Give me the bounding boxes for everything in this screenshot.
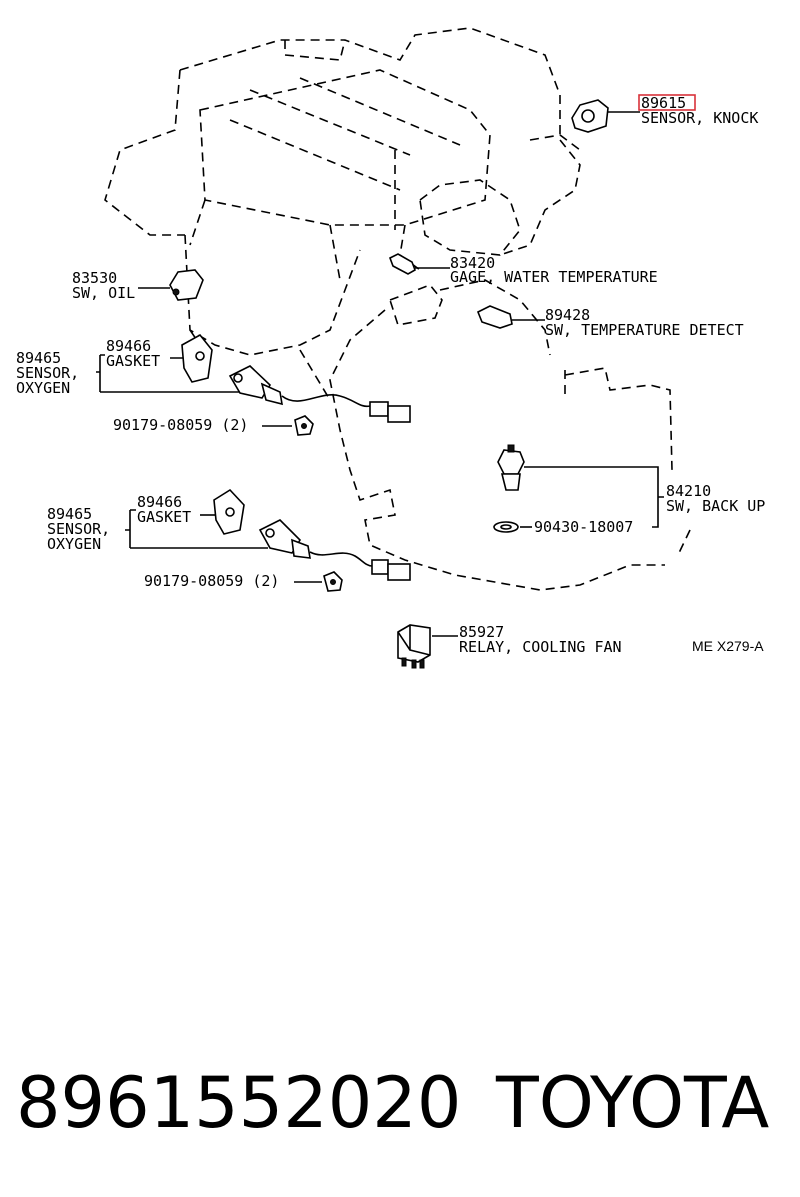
nut-2-code: 90179-08059 (2) [144, 572, 279, 590]
footer-brand: TOYOTA [495, 1062, 769, 1144]
nut-1-part[interactable] [294, 415, 314, 436]
knock-sensor-name: SENSOR, KNOCK [641, 109, 758, 127]
nut-1-code: 90179-08059 (2) [113, 416, 248, 434]
engine-outline [104, 27, 691, 591]
knock-sensor-part[interactable] [571, 99, 640, 133]
oxygen-sensor-1-name-line1: SENSOR, [16, 364, 79, 382]
engine-cylinder [389, 284, 443, 326]
knock-sensor-code[interactable]: 89615 [641, 94, 686, 112]
oil-switch-code: 83530 [72, 269, 117, 287]
oxygen-sensor-2-name-line1: SENSOR, [47, 520, 110, 538]
temp-detect-switch-name: SW, TEMPERATURE DETECT [545, 321, 744, 339]
washer-code: 90430-18007 [534, 518, 633, 536]
cooling-fan-relay-name: RELAY, COOLING FAN [459, 638, 622, 656]
washer-part[interactable] [493, 521, 519, 533]
oxygen-sensor-1-code: 89465 [16, 349, 61, 367]
oxygen-sensor-1-part[interactable] [228, 365, 411, 423]
oxygen-sensor-1-name-line2: OXYGEN [16, 379, 70, 397]
backup-switch-name: SW, BACK UP [666, 497, 765, 515]
cooling-fan-relay-part[interactable] [397, 624, 431, 669]
nut-2-part[interactable] [323, 571, 343, 592]
oxygen-sensor-2-name-line2: OXYGEN [47, 535, 101, 553]
water-temp-gage-code: 83420 [450, 254, 495, 272]
water-temp-gage-name: GAGE, WATER TEMPERATURE [450, 268, 658, 286]
backup-switch-part[interactable] [497, 444, 525, 491]
bracket-backup [524, 466, 664, 528]
gasket-2-part[interactable] [213, 488, 245, 535]
figure-reference: ME X279-A [692, 638, 764, 654]
footer-part-number: 8961552020 [16, 1062, 461, 1144]
oil-switch-part[interactable] [138, 269, 204, 301]
oxygen-sensor-2-part[interactable] [258, 519, 411, 581]
temp-detect-switch-part[interactable] [476, 305, 545, 329]
oxygen-sensor-2-code: 89465 [47, 505, 92, 523]
cooling-fan-relay-code: 85927 [459, 623, 504, 641]
gasket-2-name: GASKET [137, 508, 191, 526]
water-temp-gage-part[interactable] [388, 253, 450, 275]
gasket-1-name: GASKET [106, 352, 160, 370]
backup-switch-code: 84210 [666, 482, 711, 500]
bracket-oxygen-1 [96, 354, 265, 393]
oil-switch-name: SW, OIL [72, 284, 135, 302]
bracket-oxygen-2 [125, 509, 268, 549]
temp-detect-switch-code: 89428 [545, 306, 590, 324]
knock-sensor-highlight [638, 94, 696, 111]
gasket-2-code: 89466 [137, 493, 182, 511]
gasket-1-part[interactable] [181, 333, 213, 383]
gasket-1-code: 89466 [106, 337, 151, 355]
